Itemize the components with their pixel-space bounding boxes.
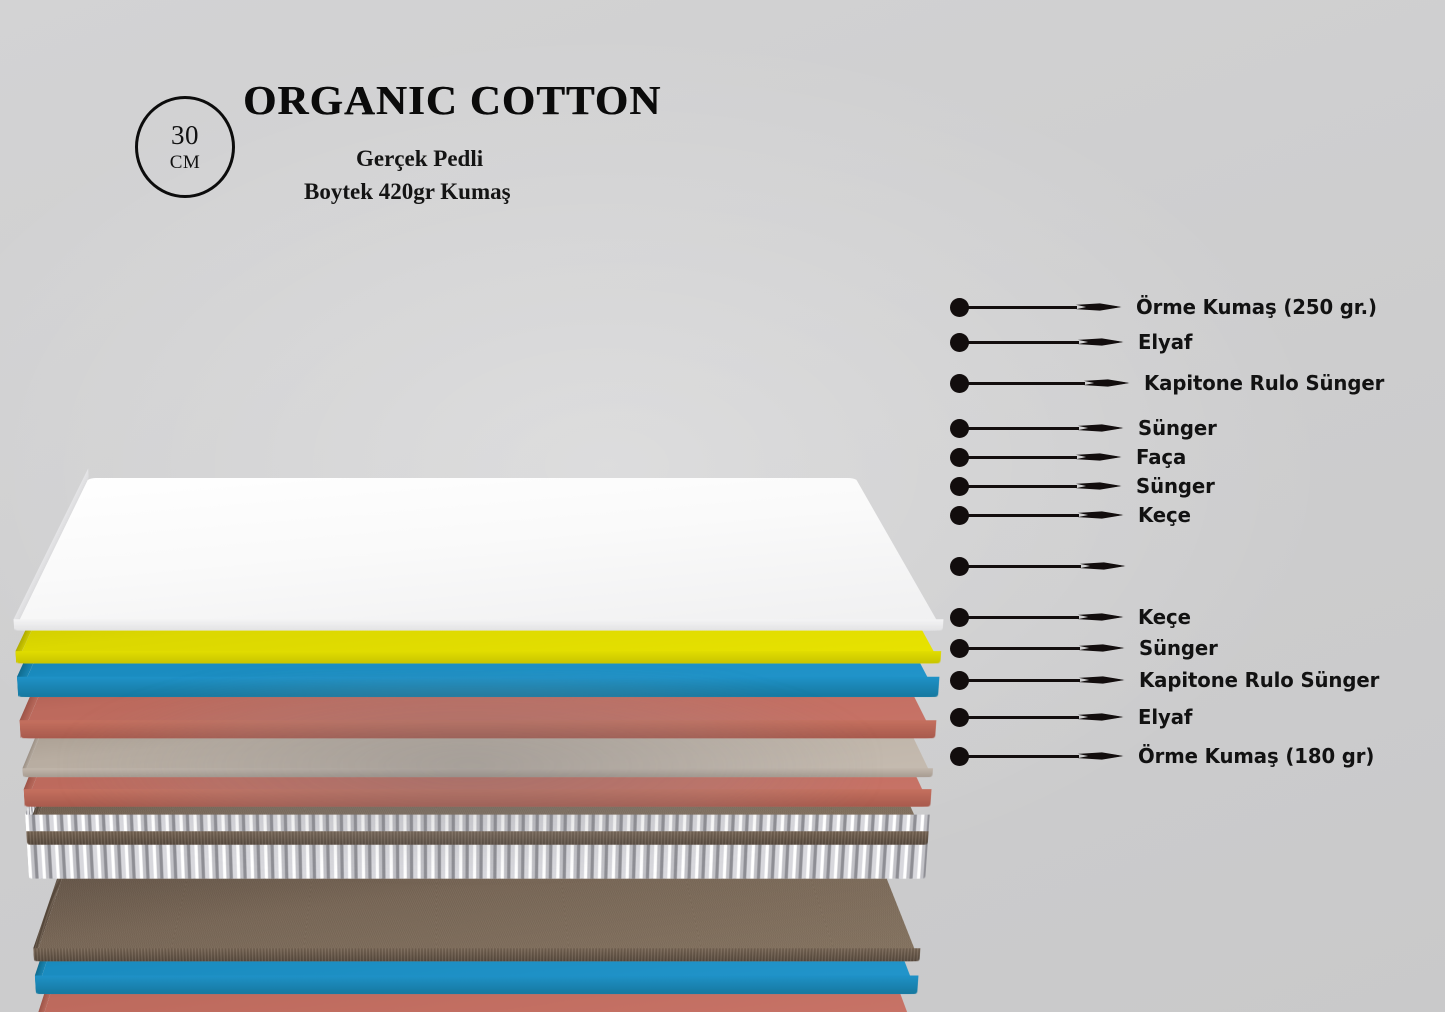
callout-label: Faça xyxy=(1136,445,1187,469)
layer-front-edge xyxy=(25,814,930,879)
arrow-right-icon xyxy=(1078,511,1124,519)
arrow-right-icon xyxy=(1076,303,1122,311)
callout-top-knit-fabric: Örme Kumaş (250 gr.) xyxy=(950,294,1387,320)
callout-label: Sünger xyxy=(1138,416,1217,440)
height-badge-value: 30 xyxy=(171,120,199,150)
callout-label: Örme Kumaş (250 gr.) xyxy=(1136,295,1377,319)
callout-label: Sünger xyxy=(1136,474,1215,498)
callout-top-foam-2: Sünger xyxy=(950,473,1218,499)
arrow-right-icon xyxy=(1080,562,1126,570)
header: 30 CM ORGANIC COTTON Gerçek Pedli Boytek… xyxy=(0,0,900,230)
callout-bottom-quilted-roll: Sünger xyxy=(950,635,1221,661)
subtitle-line-2: Boytek 420gr Kumaş xyxy=(304,178,511,204)
arrow-right-icon xyxy=(1078,713,1124,721)
callout-dot-icon xyxy=(950,670,969,690)
callout-top-foam-1: Sünger xyxy=(950,415,1220,441)
arrow-right-icon xyxy=(1079,676,1125,684)
callout-dot-icon xyxy=(950,373,969,393)
callout-shaft xyxy=(967,715,1079,719)
callout-dot-icon xyxy=(950,418,969,438)
mattress-layer-stack xyxy=(13,468,944,1012)
arrow-right-icon xyxy=(1076,453,1122,461)
layer-top-face xyxy=(14,477,943,631)
callout-label: Keçe xyxy=(1138,605,1191,629)
callout-shaft xyxy=(967,381,1085,385)
callout-dot-icon xyxy=(950,447,969,467)
height-badge: 30 CM xyxy=(135,96,235,198)
callout-label: Elyaf xyxy=(1138,705,1193,729)
callout-dot-icon xyxy=(950,638,969,658)
arrow-right-icon xyxy=(1078,424,1124,432)
layer-front-edge xyxy=(22,768,934,778)
callout-dot-icon xyxy=(950,332,969,352)
callout-shaft xyxy=(967,754,1079,758)
callout-label: Örme Kumaş (180 gr) xyxy=(1138,744,1375,768)
callout-shaft xyxy=(967,426,1079,430)
callout-dot-icon xyxy=(950,607,969,627)
callout-shaft xyxy=(967,564,1081,568)
arrow-right-icon xyxy=(1076,482,1122,490)
callout-bottom-fiber: Elyaf xyxy=(950,704,1195,730)
arrow-right-icon xyxy=(1078,613,1124,621)
callout-bottom-felt: Keçe xyxy=(950,604,1193,630)
layer-front-edge xyxy=(26,831,929,845)
callout-shaft xyxy=(967,484,1077,488)
callout-top-fiber: Elyaf xyxy=(950,329,1195,355)
layer-front-edge xyxy=(13,619,944,631)
callout-dot-icon xyxy=(950,297,969,317)
mattress-layer-top-knit-fabric xyxy=(13,468,944,631)
callout-label: Keçe xyxy=(1138,503,1191,527)
callout-shaft xyxy=(967,615,1079,619)
callout-shaft xyxy=(967,455,1077,459)
callout-faca: Faça xyxy=(950,444,1188,470)
callout-bottom-knit-fabric: Örme Kumaş (180 gr) xyxy=(950,743,1384,769)
callout-dot-icon xyxy=(950,707,969,727)
callout-shaft xyxy=(967,678,1080,682)
subtitle: Gerçek Pedli Boytek 420gr Kumaş xyxy=(304,143,511,208)
arrow-right-icon xyxy=(1078,752,1124,760)
callout-bottom-foam: Kapitone Rulo Sünger xyxy=(950,667,1389,693)
callout-dot-icon xyxy=(950,476,969,496)
callout-top-felt: Keçe xyxy=(950,502,1193,528)
callout-label: Kapitone Rulo Sünger xyxy=(1139,668,1380,692)
callout-shaft xyxy=(967,513,1079,517)
callout-shaft xyxy=(967,305,1077,309)
callout-pocket-spring-unit xyxy=(950,553,1126,579)
callout-shaft xyxy=(967,340,1079,344)
callout-dot-icon xyxy=(950,556,969,576)
callout-dot-icon xyxy=(950,746,969,766)
arrow-right-icon xyxy=(1084,379,1130,387)
layer-front-edge xyxy=(23,789,932,807)
callout-label: Elyaf xyxy=(1138,330,1193,354)
layer-front-edge xyxy=(19,720,937,739)
layer-front-edge xyxy=(34,975,919,995)
callout-shaft xyxy=(967,646,1080,650)
callout-label: Kapitone Rulo Sünger xyxy=(1144,371,1385,395)
arrow-right-icon xyxy=(1079,644,1125,652)
layer-front-edge xyxy=(17,676,940,698)
arrow-right-icon xyxy=(1078,338,1124,346)
page-title: ORGANIC COTTON xyxy=(243,77,662,123)
callout-dot-icon xyxy=(950,505,969,525)
mattress-layer-diagram xyxy=(0,255,960,1012)
callout-top-quilted-roll: Kapitone Rulo Sünger xyxy=(950,370,1394,396)
callout-label: Sünger xyxy=(1139,636,1218,660)
layer-front-edge xyxy=(33,948,921,962)
layer-front-edge xyxy=(15,651,942,664)
subtitle-line-1: Gerçek Pedli xyxy=(356,146,484,171)
height-badge-unit: CM xyxy=(169,152,201,173)
